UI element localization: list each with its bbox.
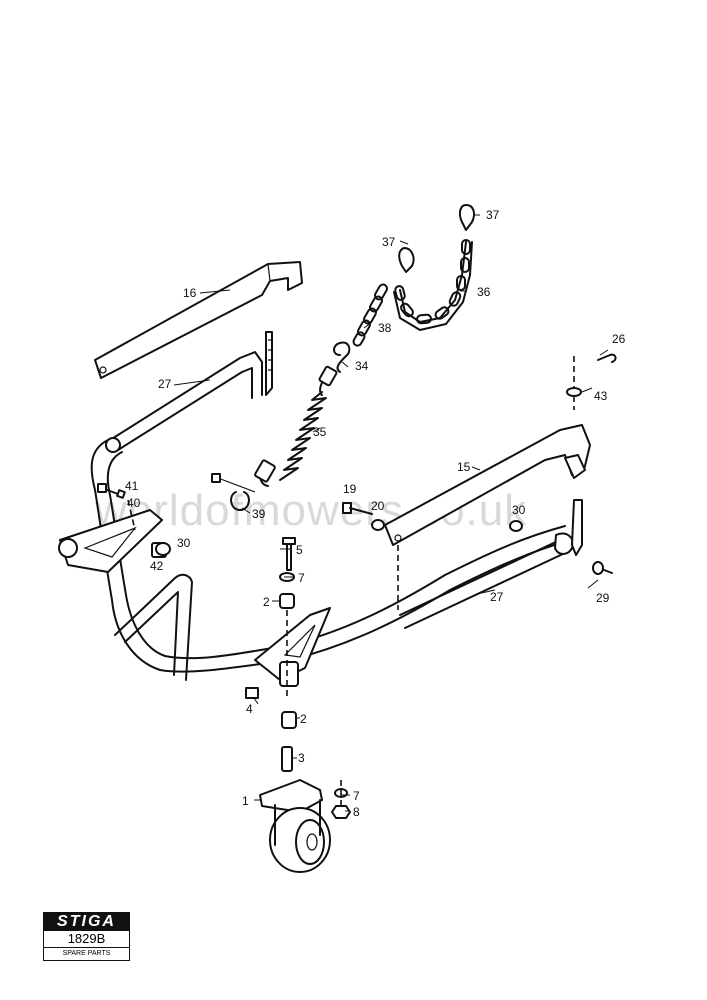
callout-36: 36 (477, 285, 491, 299)
callout-5: 5 (296, 543, 303, 557)
callout-4: 4 (246, 702, 253, 716)
callouts: 16 27 15 27 35 34 38 36 37 37 39 19 20 2… (125, 208, 626, 819)
callout-39: 38 (378, 321, 392, 335)
callout-34: 34 (355, 359, 369, 373)
diagram-code: 1829B (44, 931, 129, 948)
callout-37-lower: 37 (382, 235, 396, 249)
part-39-chain (352, 283, 388, 347)
callout-37-upper: 37 (486, 208, 500, 222)
callout-30-left: 30 (177, 536, 191, 550)
callout-43: 43 (594, 389, 608, 403)
callout-2-upper: 2 (263, 595, 270, 609)
callout-1: 1 (242, 794, 249, 808)
callout-7-lower: 7 (353, 789, 360, 803)
callout-38: 39 (252, 507, 266, 521)
part-26-43-29-30-hardware (155, 353, 617, 575)
leader-lines (173, 214, 609, 812)
callout-40: 40 (127, 496, 141, 510)
logo-brand: STIGA (44, 913, 129, 931)
callout-3: 3 (298, 751, 305, 765)
callout-16: 16 (183, 286, 197, 300)
part-16-bar (94, 261, 303, 379)
callout-20: 20 (371, 499, 385, 513)
part-27-main-frame (58, 439, 574, 687)
callout-41: 41 (125, 479, 139, 493)
callout-27-upper: 27 (158, 377, 172, 391)
castor-assembly (245, 537, 351, 873)
callout-30-right: 30 (512, 503, 526, 517)
callout-15: 15 (457, 460, 471, 474)
callout-2-lower: 2 (300, 712, 307, 726)
callout-35: 35 (313, 425, 327, 439)
part-38-shackle (211, 473, 256, 511)
callout-19: 19 (343, 482, 357, 496)
callout-29: 29 (596, 591, 610, 605)
logo-subtitle: SPARE PARTS (62, 950, 111, 957)
part-34-hook (333, 341, 351, 373)
part-37-snap-hooks (398, 204, 475, 273)
part-15-bar (384, 424, 591, 556)
callout-26: 26 (612, 332, 626, 346)
part-27-left-arm (105, 331, 273, 453)
callout-8: 8 (353, 805, 360, 819)
part-36-chain (393, 239, 473, 331)
callout-7-upper: 7 (298, 571, 305, 585)
callout-42: 42 (150, 559, 164, 573)
callout-27-lower: 27 (490, 590, 504, 604)
part-19-20-hardware (342, 502, 399, 610)
stiga-logo: STIGA 1829B SPARE PARTS (43, 912, 130, 961)
part-35-spring (254, 365, 338, 487)
